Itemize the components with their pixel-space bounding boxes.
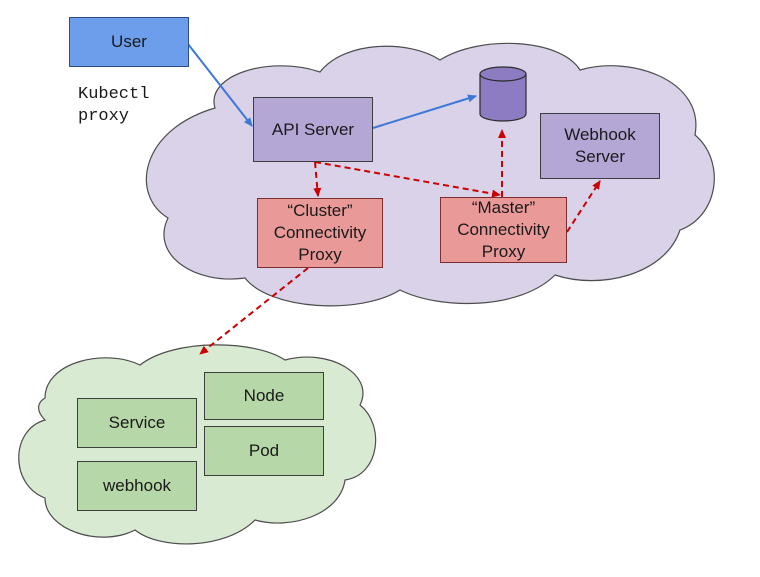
kubectl-proxy-label: Kubectl proxy [78,85,150,126]
webhook-server-box: Webhook Server [540,113,660,179]
arrow-api-to-master-proxy [314,161,501,198]
master-connectivity-proxy-box: “Master” Connectivity Proxy [440,197,567,263]
database-icon [479,66,527,122]
service-box: Service [77,398,197,448]
arrow-master-proxy-to-webhook-server [566,180,601,233]
cluster-connectivity-proxy-box: “Cluster” Connectivity Proxy [257,198,383,268]
arrow-user-to-api [187,43,253,127]
webhook-box: webhook [77,461,197,511]
node-box: Node [204,372,324,420]
api-server-box: API Server [253,97,373,162]
arrow-cluster-proxy-to-cluster [199,267,309,355]
arrow-api-to-cluster-proxy [313,161,322,197]
user-box: User [69,17,189,67]
arrow-api-to-db [372,94,477,129]
pod-box: Pod [204,426,324,476]
